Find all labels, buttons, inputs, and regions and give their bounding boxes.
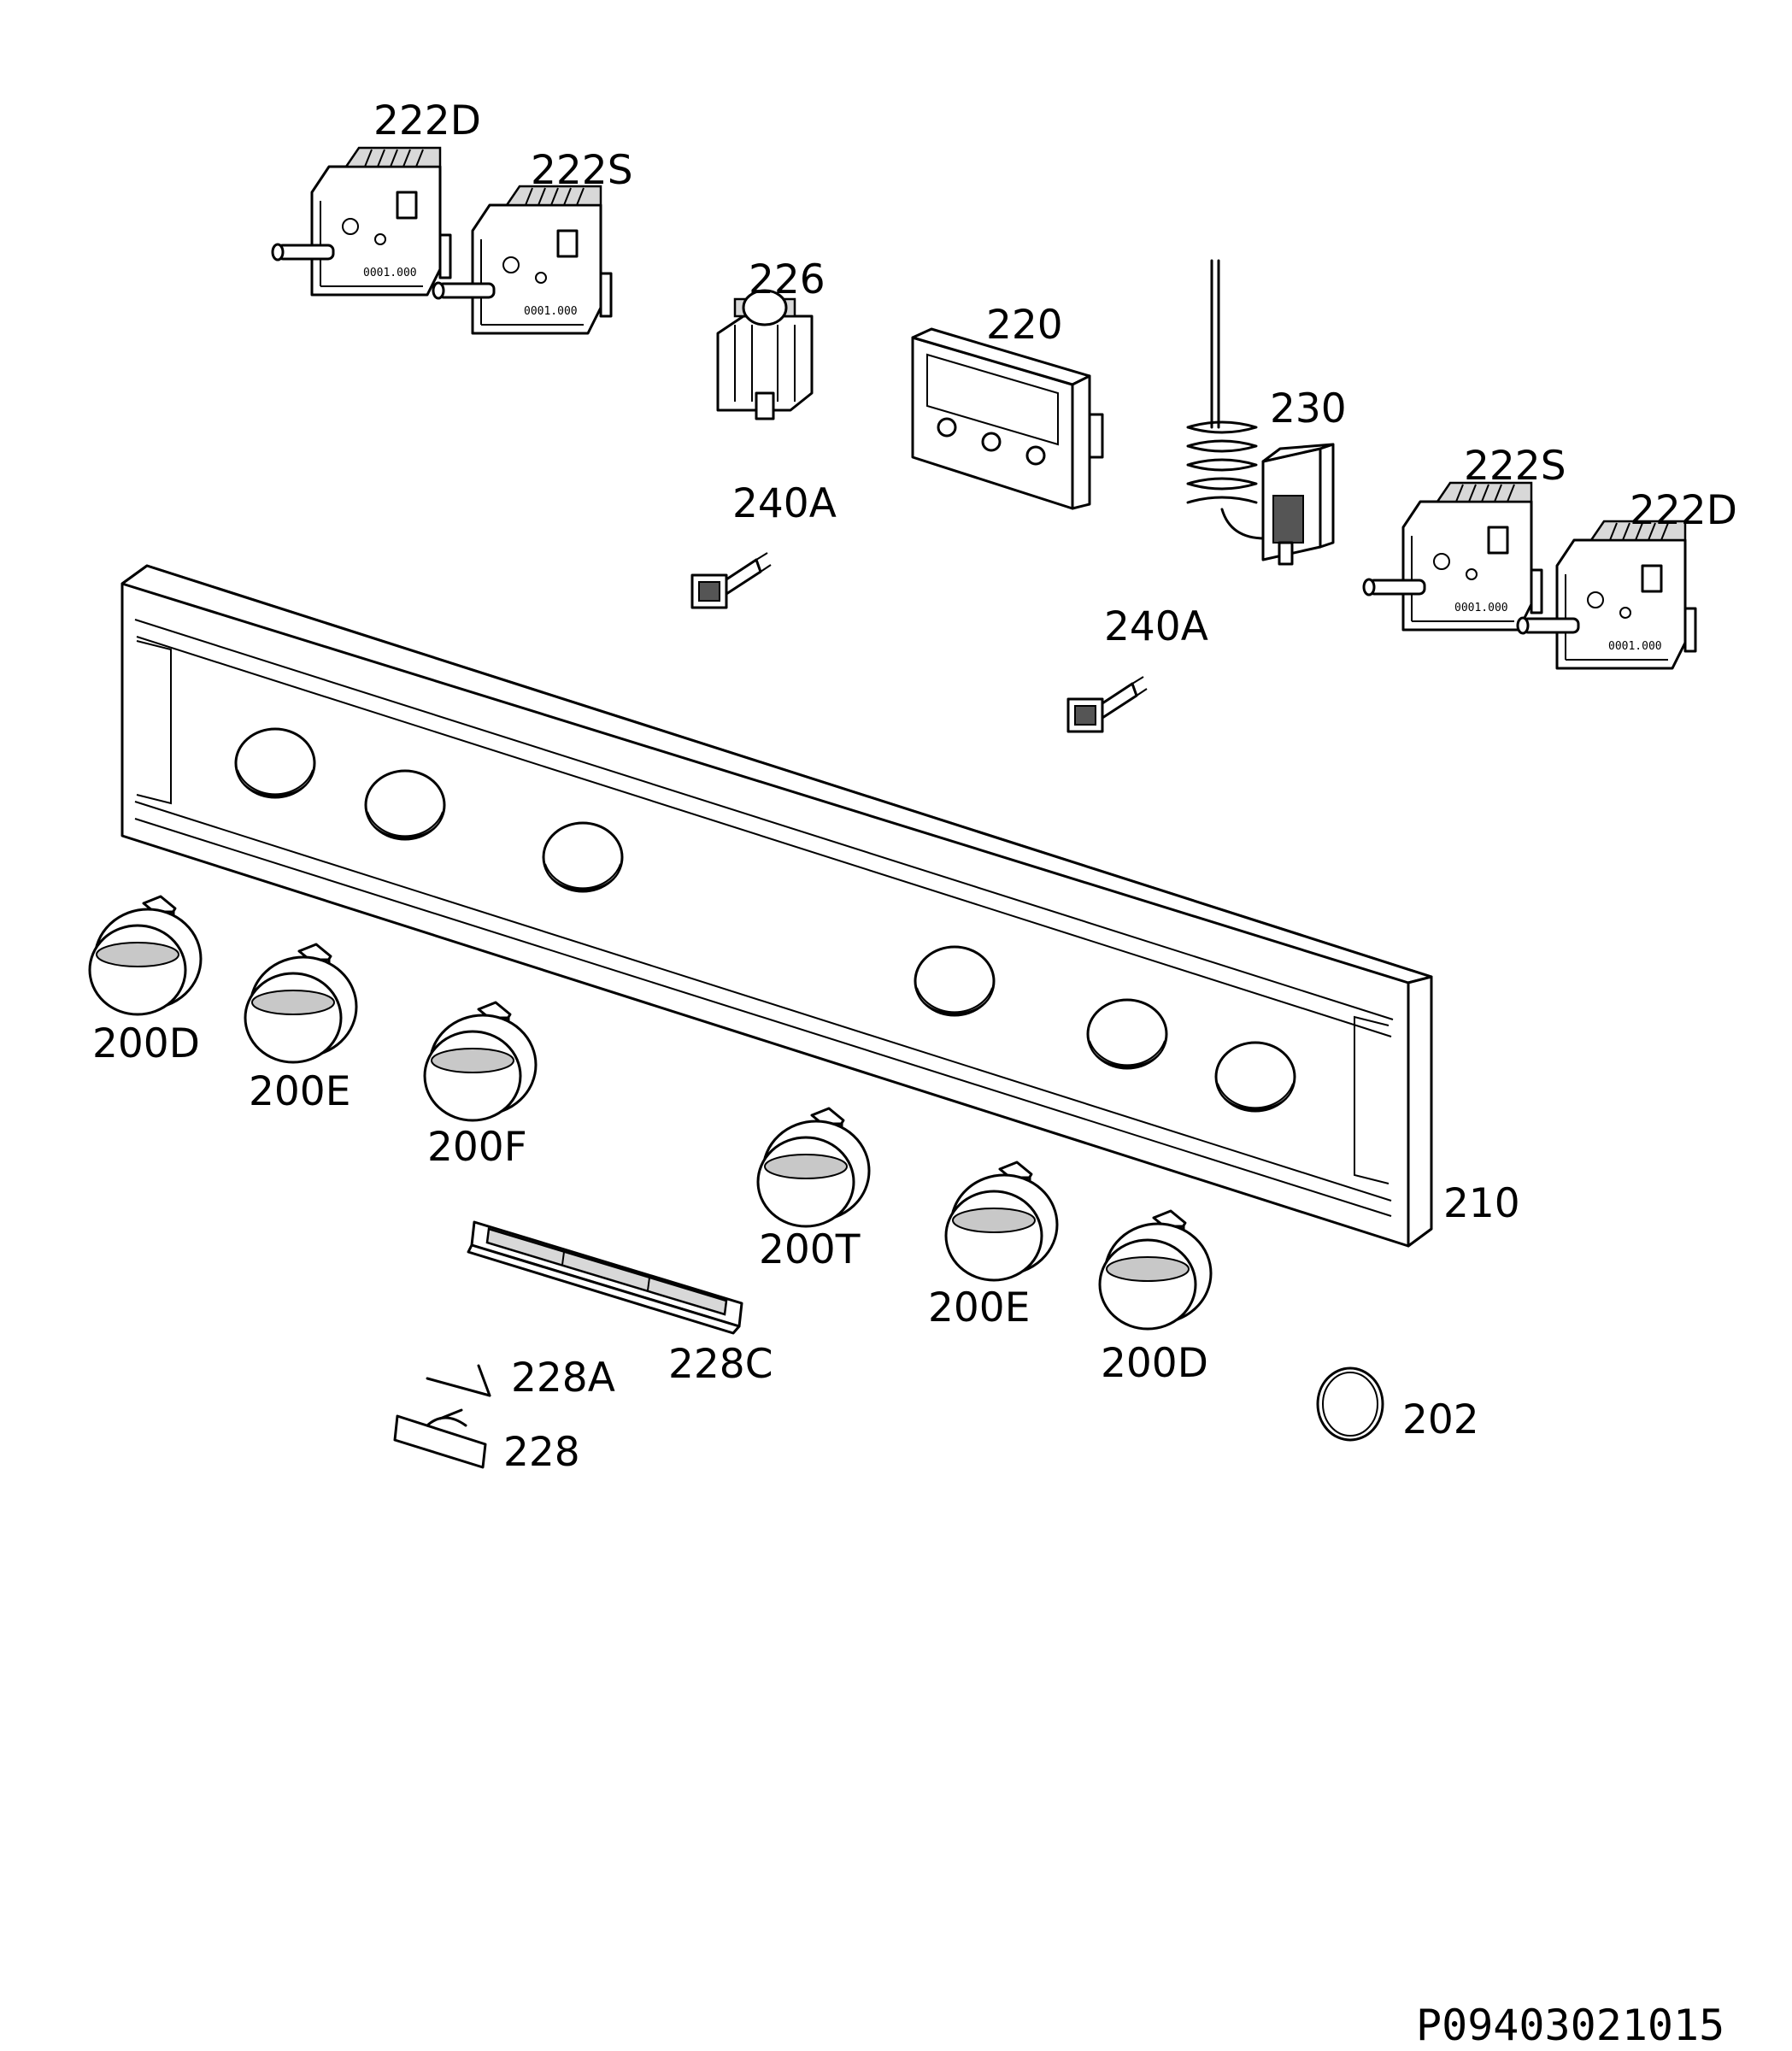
switch-222S-top bbox=[432, 185, 613, 335]
switch-222D-top bbox=[271, 146, 452, 297]
pin-228A bbox=[426, 1364, 491, 1397]
label-220: 220 bbox=[986, 302, 1063, 349]
label-228A: 228A bbox=[511, 1355, 615, 1402]
label-228: 228 bbox=[503, 1429, 580, 1476]
knob-200T bbox=[756, 1107, 871, 1228]
label-222D-right: 222D bbox=[1630, 487, 1737, 534]
label-240A-b: 240A bbox=[1104, 603, 1208, 650]
label-228C: 228C bbox=[668, 1341, 773, 1388]
label-200D-left: 200D bbox=[92, 1020, 200, 1067]
knob-200D-right bbox=[1098, 1209, 1213, 1331]
light-strip-228C bbox=[467, 1220, 743, 1335]
label-222S-top: 222S bbox=[531, 147, 633, 194]
label-200F: 200F bbox=[427, 1124, 527, 1171]
connector-240A-b bbox=[1066, 675, 1149, 733]
drawing-code: P09403021015 bbox=[1416, 2001, 1724, 2050]
knob-200E-left bbox=[244, 943, 358, 1064]
label-202: 202 bbox=[1402, 1396, 1479, 1443]
ring-202 bbox=[1316, 1366, 1384, 1442]
label-222D-top: 222D bbox=[373, 97, 481, 144]
switch-222S-right bbox=[1362, 481, 1543, 632]
bracket-220 bbox=[911, 327, 1104, 510]
label-200T: 200T bbox=[759, 1226, 861, 1273]
label-200E-right: 200E bbox=[928, 1284, 1030, 1331]
switch-222D-right bbox=[1516, 520, 1697, 670]
label-222S-right: 222S bbox=[1464, 443, 1566, 490]
label-200D-right: 200D bbox=[1101, 1340, 1208, 1387]
label-240A-a: 240A bbox=[732, 480, 837, 527]
label-210: 210 bbox=[1443, 1180, 1520, 1227]
knob-200E-right bbox=[944, 1161, 1059, 1282]
knob-200D-left bbox=[88, 895, 203, 1016]
label-230: 230 bbox=[1270, 385, 1347, 432]
control-panel-210 bbox=[120, 564, 1433, 1248]
clip-228 bbox=[393, 1408, 487, 1469]
knob-200F bbox=[423, 1001, 538, 1122]
connector-240A-a bbox=[690, 551, 773, 609]
label-226: 226 bbox=[749, 256, 825, 303]
label-200E-left: 200E bbox=[249, 1068, 350, 1115]
thermostat-230 bbox=[1186, 259, 1335, 566]
selector-switch-226 bbox=[716, 289, 814, 420]
